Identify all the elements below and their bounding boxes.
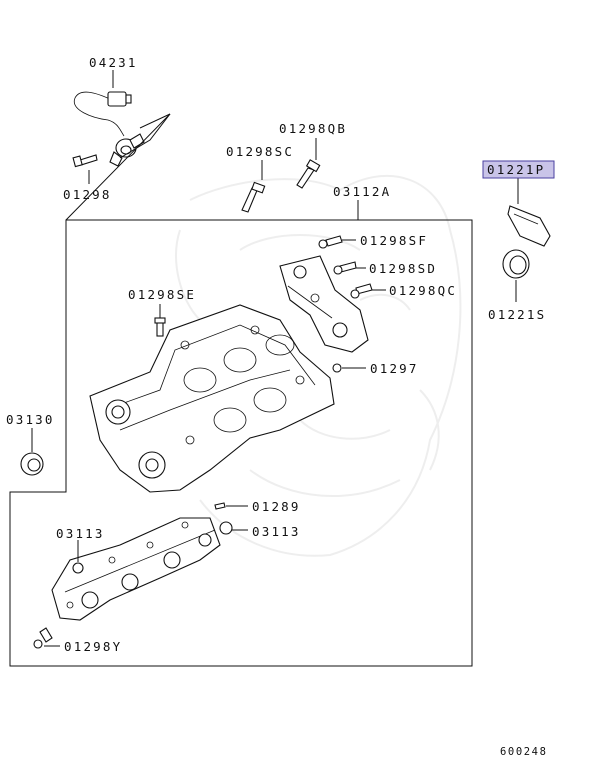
cam-sensor-part [73, 91, 145, 167]
samurai-crest-watermark [175, 174, 462, 557]
bolt-01298SE [154, 317, 166, 337]
diagram-code: 600248 [500, 746, 548, 758]
bolt-01298 [72, 154, 98, 168]
cam-cap-lower [51, 517, 221, 621]
leader-frame-left [65, 113, 171, 221]
bolt-01298SF [318, 235, 343, 249]
plug-03113-left [72, 562, 84, 574]
label-01298QB[interactable]: 01298QB [279, 121, 347, 136]
label-01298SD[interactable]: 01298SD [369, 261, 437, 276]
label-01221S[interactable]: 01221S [488, 307, 546, 322]
label-03113-right[interactable]: 03113 [252, 524, 301, 539]
bolt-01298QB [296, 159, 321, 189]
label-03112A[interactable]: 03112A [333, 184, 391, 199]
label-01297[interactable]: 01297 [370, 361, 419, 376]
label-01298Y[interactable]: 01298Y [64, 639, 122, 654]
assembly-frame [9, 219, 473, 667]
label-04231[interactable]: 04231 [89, 55, 138, 70]
dowel-01297 [332, 363, 342, 373]
cam-cap-upper [279, 255, 369, 353]
label-01298SE[interactable]: 01298SE [128, 287, 196, 302]
bolt-01298Y [33, 627, 53, 649]
bolt-01298SC [241, 181, 266, 213]
dowel-01289 [214, 502, 226, 510]
cylinder-head-03112A [89, 304, 335, 493]
label-01298[interactable]: 01298 [63, 187, 112, 202]
label-03130[interactable]: 03130 [6, 412, 55, 427]
oil-seal-03130 [20, 452, 44, 476]
oil-seal-ring-01221S [502, 249, 530, 279]
plug-03113-right [219, 521, 233, 535]
label-01298SF[interactable]: 01298SF [360, 233, 428, 248]
label-01289[interactable]: 01289 [252, 499, 301, 514]
label-01221P[interactable]: 01221P [487, 162, 545, 177]
label-01298QC[interactable]: 01298QC [389, 283, 457, 298]
bolt-01298SD [333, 261, 357, 275]
selected-part-highlight[interactable] [482, 160, 555, 179]
label-01298SC[interactable]: 01298SC [226, 144, 294, 159]
leader-frame-right [119, 113, 171, 159]
oil-seal-cap-01221P [507, 205, 551, 247]
label-03113-left[interactable]: 03113 [56, 526, 105, 541]
